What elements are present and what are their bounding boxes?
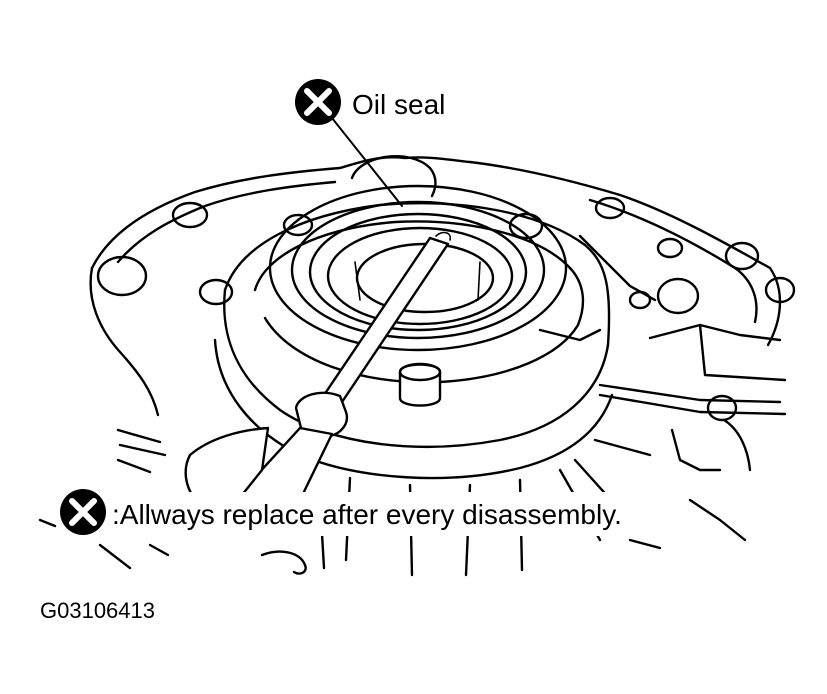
screwdriver [184, 231, 452, 507]
pump-cover [213, 155, 614, 480]
do-not-reuse-icon [60, 489, 106, 535]
legend-text: :Allways replace after every disassembly… [112, 499, 622, 530]
callout-leader-line [331, 117, 403, 207]
housing-outline [89, 156, 796, 417]
do-not-reuse-icon [295, 79, 341, 125]
oil-seal-label: Oil seal [352, 89, 445, 120]
oil-seal-callout: Oil seal [295, 79, 445, 125]
figure-code: G03106413 [40, 598, 155, 623]
legend: :Allways replace after every disassembly… [60, 489, 681, 536]
